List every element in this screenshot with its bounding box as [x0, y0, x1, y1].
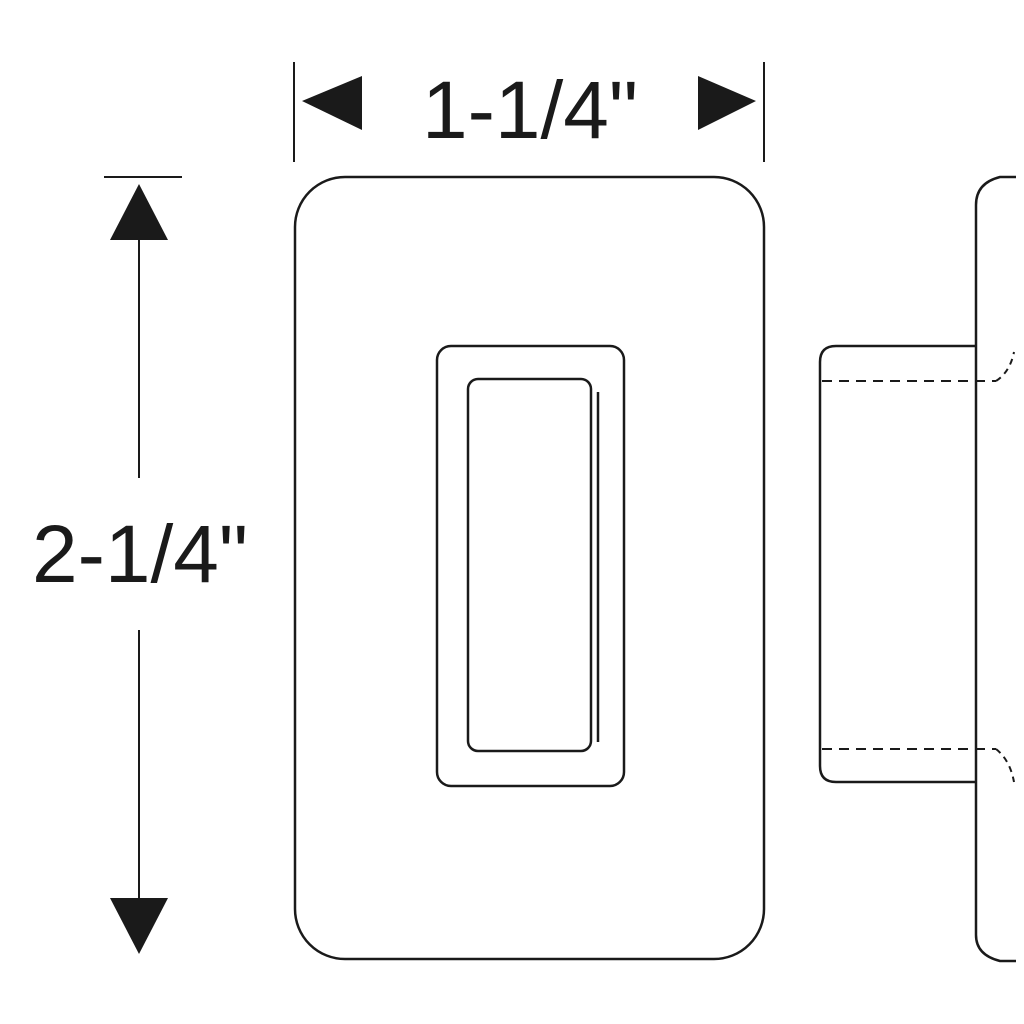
front-opening-outer — [435, 344, 626, 788]
hidden-curve-top — [995, 351, 1015, 382]
side-view — [818, 175, 1016, 963]
side-boss-outline — [818, 344, 976, 784]
hidden-curve-bottom — [995, 748, 1015, 783]
height-arrow-bottom — [110, 898, 168, 954]
height-label: 2-1/4" — [32, 509, 248, 600]
front-opening-inner — [466, 377, 593, 753]
front-plate-outline — [293, 175, 766, 961]
front-view — [293, 175, 766, 961]
width-dimension: 1-1/4" — [293, 62, 765, 162]
width-arrow-right — [698, 76, 756, 130]
width-arrow-left — [302, 76, 362, 130]
side-flange-outline — [974, 175, 1016, 963]
width-label: 1-1/4" — [422, 65, 638, 156]
height-dimension: 2-1/4" — [32, 176, 248, 954]
height-arrow-top — [110, 184, 168, 240]
